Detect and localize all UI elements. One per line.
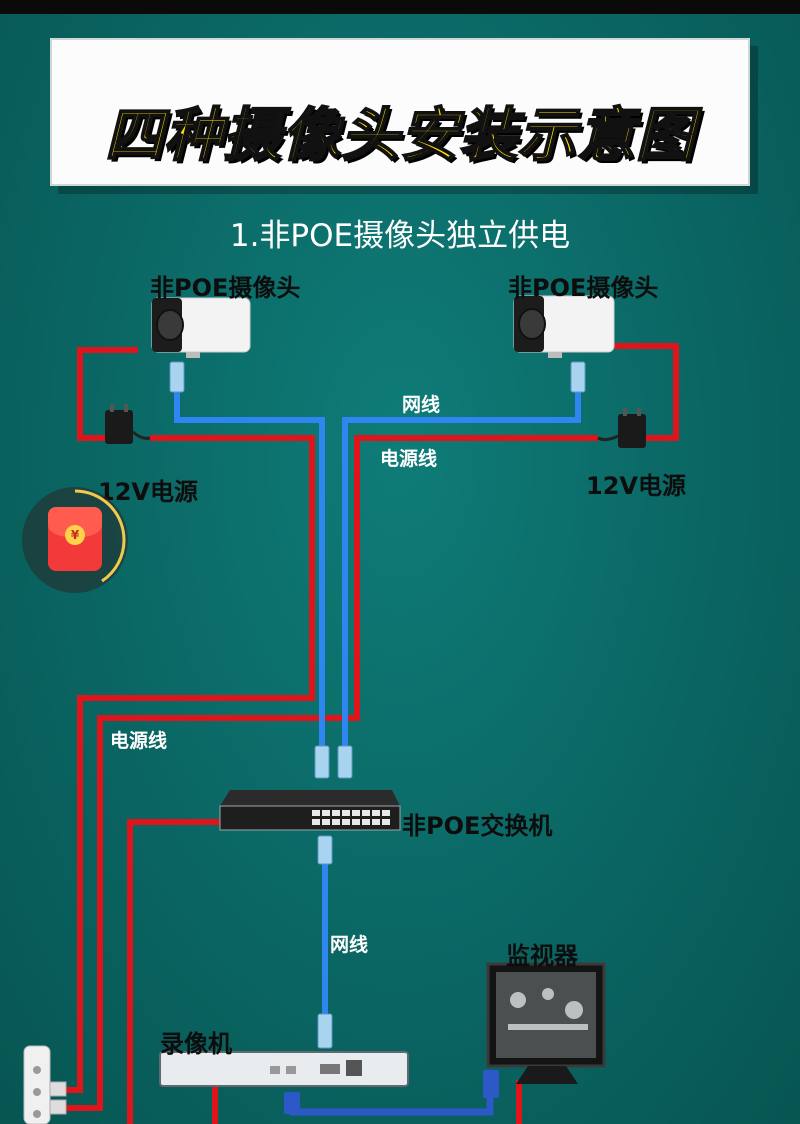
- right-psu-power-trunk: [65, 435, 598, 1111]
- nvr-label: 录像机: [160, 1030, 232, 1058]
- switch-device-icon: [219, 790, 401, 831]
- red-envelope-progress-ring: [74, 489, 126, 583]
- nvr-hdmi-plug-icon: [284, 1092, 300, 1114]
- network-wire-label-mid: 网线: [330, 934, 369, 956]
- power-wire-label-left: 电源线: [110, 730, 168, 752]
- power-strip-icon: [23, 1045, 67, 1124]
- left-camera-rj45-icon: [169, 361, 185, 393]
- monitor-label: 监视器: [506, 942, 578, 970]
- right-psu-label: 12V电源: [586, 472, 686, 500]
- power-wires: [65, 343, 679, 1124]
- right-camera-power-wire: [614, 343, 679, 441]
- nvr-device-icon: [159, 1051, 409, 1087]
- left-psu-adapter-icon: [105, 404, 151, 444]
- network-wires: [174, 392, 581, 1116]
- left-psu-label: 12V电源: [98, 478, 198, 506]
- power-wire-label-top: 电源线: [380, 448, 438, 470]
- right-camera-rj45-icon: [570, 361, 586, 393]
- switch-rj45-plugs-icon: [314, 745, 353, 1049]
- right-camera-icon: [513, 295, 615, 358]
- left-camera-icon: [151, 297, 251, 358]
- right-camera-label: 非POE摄像头: [508, 274, 659, 302]
- switch-label: 非POE交换机: [402, 812, 553, 840]
- switch-power-wire: [127, 819, 220, 1124]
- red-envelope-icon: ¥: [48, 507, 102, 571]
- title-banner: 四种摄像头安装示意图: [50, 38, 750, 186]
- nvr-to-monitor-hdmi-wire: [289, 1096, 494, 1116]
- right-camera-network-wire: [342, 392, 581, 746]
- red-envelope-button[interactable]: ¥: [22, 487, 128, 593]
- left-psu-power-trunk: [65, 435, 315, 1093]
- network-wire-label-top: 网线: [402, 394, 441, 416]
- section-title: 1.非POE摄像头独立供电: [229, 218, 571, 254]
- monitor-device-icon: [486, 962, 606, 1084]
- left-camera-power-wire: [77, 347, 138, 441]
- top-status-bar: [0, 0, 800, 14]
- right-psu-adapter-icon: [597, 408, 646, 448]
- left-camera-network-wire: [174, 392, 325, 746]
- diagram-title: 四种摄像头安装示意图: [104, 100, 695, 170]
- yuan-coin-icon: ¥: [65, 525, 85, 545]
- monitor-hdmi-plug-icon: [483, 1070, 499, 1098]
- left-camera-label: 非POE摄像头: [150, 274, 301, 302]
